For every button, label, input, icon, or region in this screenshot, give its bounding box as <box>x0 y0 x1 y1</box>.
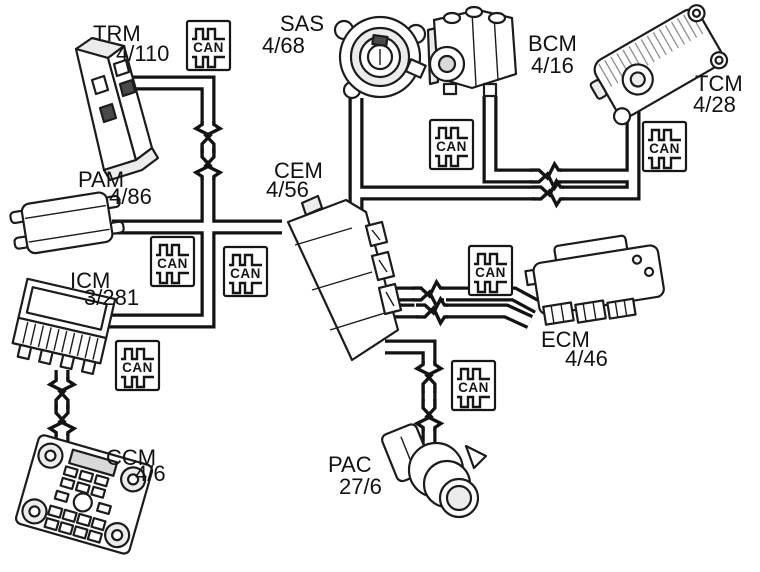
squarewave-icon <box>229 281 262 295</box>
can-bus-tag: CAN <box>114 339 161 392</box>
can-bus-tag: CAN <box>222 245 269 298</box>
squarewave-icon <box>121 375 154 389</box>
module-ccm <box>14 434 154 555</box>
module-sas <box>333 15 427 100</box>
can-bus-tag: CAN <box>641 120 688 173</box>
icm-label: ICM <box>70 268 110 293</box>
svg-text:CAN: CAN <box>649 141 680 156</box>
bcm-label: BCM <box>528 31 577 56</box>
squarewave-icon <box>435 126 468 140</box>
svg-text:CAN: CAN <box>122 360 153 375</box>
break-trm-down <box>192 148 213 180</box>
module-pac <box>381 423 488 519</box>
can-bus-tag: CAN <box>149 235 196 288</box>
module-trm <box>74 36 160 182</box>
can-bus-tag: CAN <box>450 359 497 412</box>
break-ccm-down <box>46 404 67 436</box>
pam-label: PAM <box>78 167 124 192</box>
squarewave-icon <box>648 156 681 170</box>
can-tag-label: CAN <box>193 40 224 55</box>
squarewave-icon <box>435 154 468 168</box>
ecm-designation: 4/46 <box>565 346 608 371</box>
svg-text:CAN: CAN <box>157 256 188 271</box>
break-bcm-bus <box>530 160 562 181</box>
svg-text:CAN: CAN <box>458 380 489 395</box>
pac-label: PAC <box>328 452 372 477</box>
break-main-bus <box>532 177 564 198</box>
squarewave-icon <box>474 252 507 266</box>
sas-designation: 4/68 <box>262 33 305 58</box>
can-bus-tag: CAN <box>428 118 475 171</box>
icm-designation: 3/281 <box>84 285 139 310</box>
squarewave-icon <box>156 271 189 285</box>
bcm-designation: 4/16 <box>531 53 574 78</box>
module-tcm <box>589 4 729 126</box>
squarewave-icon <box>192 27 225 41</box>
cem-label: CEM <box>274 158 323 183</box>
tcm-designation: 4/28 <box>693 92 736 117</box>
wire-break-symbols <box>46 121 564 436</box>
ccm-designation: 4/6 <box>135 461 166 486</box>
module-labels: TRM 4/110 SAS 4/68 BCM 4/16 TCM 4/28 PAM… <box>70 11 743 499</box>
module-ecm <box>524 234 665 326</box>
tcm-label: TCM <box>695 71 743 96</box>
svg-text:CAN: CAN <box>475 265 506 280</box>
module-pam <box>9 191 125 255</box>
squarewave-icon <box>457 367 490 381</box>
trm-label: TRM <box>93 21 141 46</box>
sas-label: SAS <box>280 11 324 36</box>
break-pac-down <box>413 399 434 431</box>
break-ecm-1 <box>412 278 444 299</box>
module-icm <box>11 277 117 376</box>
pam-designation: 4/86 <box>109 184 152 209</box>
cem-designation: 4/56 <box>266 177 309 202</box>
break-pac-up <box>413 361 434 393</box>
squarewave-icon <box>474 280 507 294</box>
can-bus-tag: CAN <box>185 19 232 72</box>
squarewave-icon <box>648 128 681 142</box>
can-tags: CAN CAN CAN CAN CAN <box>114 19 688 412</box>
pac-designation: 27/6 <box>339 474 382 499</box>
break-trm-up <box>192 121 213 153</box>
svg-text:CAN: CAN <box>230 266 261 281</box>
svg-text:CAN: CAN <box>436 139 467 154</box>
break-ecm-2 <box>416 295 448 316</box>
squarewave-icon <box>192 55 225 69</box>
ccm-label: CCM <box>106 445 156 470</box>
squarewave-icon <box>457 395 490 409</box>
squarewave-icon <box>121 347 154 361</box>
squarewave-icon <box>156 243 189 257</box>
module-cem <box>286 194 403 362</box>
squarewave-icon <box>229 253 262 267</box>
trm-designation: 4/110 <box>116 41 169 66</box>
break-ccm-up <box>46 377 67 409</box>
ecm-label: ECM <box>541 327 590 352</box>
module-bcm <box>426 5 518 98</box>
can-bus-tag: CAN <box>467 244 514 297</box>
